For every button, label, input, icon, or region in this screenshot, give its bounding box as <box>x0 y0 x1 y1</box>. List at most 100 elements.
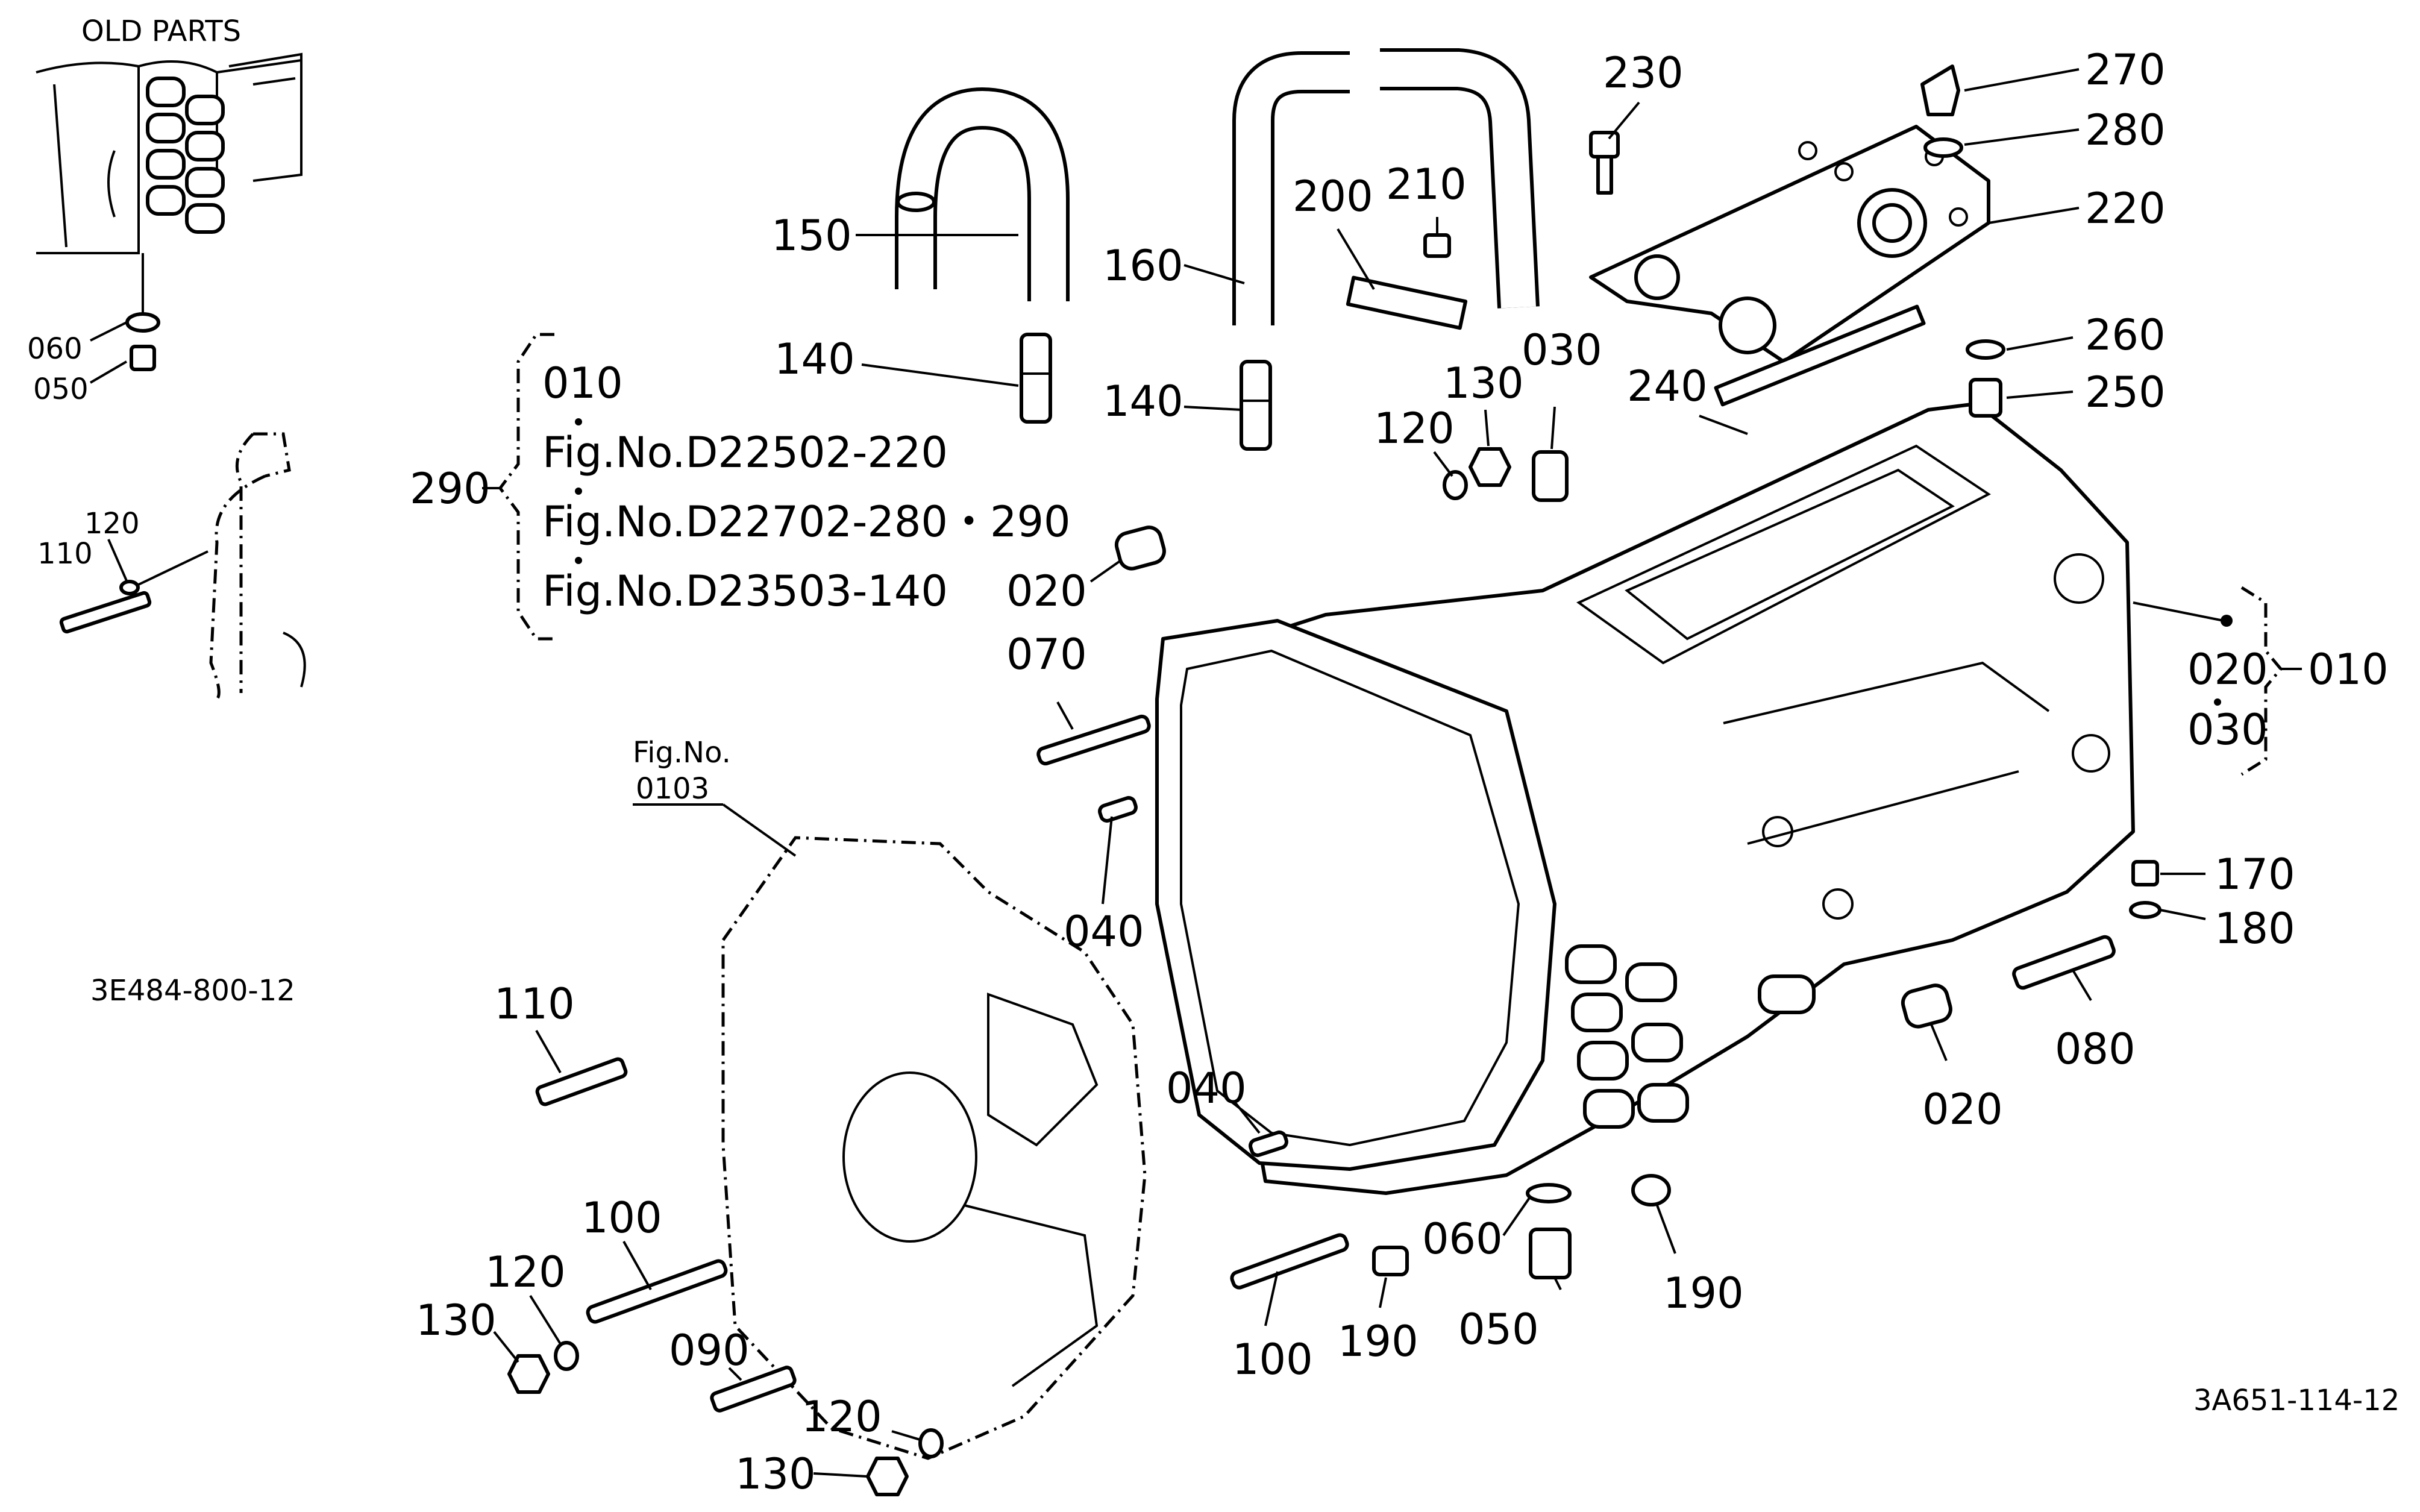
group-010-line-1: 020 <box>2187 645 2268 694</box>
washer-120a-icon <box>1443 470 1468 500</box>
inset-label-120: 120 <box>84 507 140 541</box>
callout-280: 280 <box>2085 105 2166 155</box>
callout-040b: 040 <box>1166 1064 1247 1113</box>
fittings-140 <box>1020 333 1272 451</box>
bolt-110-icon <box>535 1057 628 1106</box>
washer-120b-icon <box>554 1341 579 1371</box>
inset-label-110: 110 <box>37 537 93 571</box>
group-010-line-2: 030 <box>2187 705 2268 754</box>
callout-130c: 130 <box>735 1449 816 1499</box>
inset-label-050: 050 <box>33 372 89 406</box>
callout-120a: 120 <box>1374 404 1455 453</box>
plug-050-icon <box>1529 1228 1572 1279</box>
callout-120c: 120 <box>801 1392 882 1441</box>
callout-190b: 190 <box>1663 1269 1744 1318</box>
group-010-label: 010 <box>2308 645 2389 694</box>
hose-160 <box>1232 48 1540 325</box>
inset-title: OLD PARTS <box>81 14 241 48</box>
callout-100a: 100 <box>581 1193 662 1243</box>
callout-030: 030 <box>1522 325 1602 375</box>
washer-060-icon <box>1526 1183 1572 1203</box>
callout-220: 220 <box>2085 184 2166 233</box>
callout-250: 250 <box>2085 368 2166 417</box>
fig-ref-line-1: Fig.No. <box>633 736 731 770</box>
callout-020a: 020 <box>1006 566 1087 616</box>
sleeve-030-icon <box>1532 450 1569 502</box>
callout-040a: 040 <box>1064 907 1144 956</box>
top-cover-220 <box>1589 64 1990 407</box>
plug-190b-icon <box>1631 1174 1671 1206</box>
callout-130a: 130 <box>1443 359 1524 408</box>
callout-140b: 140 <box>1103 377 1183 426</box>
callout-260: 260 <box>2085 310 2166 360</box>
front-plate-0103 <box>721 836 1147 1460</box>
bushing-020b-icon <box>1901 983 1952 1029</box>
transmission-housing <box>1155 402 2135 1195</box>
plug-050-icon <box>130 345 156 371</box>
callout-020b: 020 <box>1922 1085 2003 1134</box>
plug-250-icon <box>1969 378 2002 418</box>
callout-230: 230 <box>1603 48 1684 98</box>
group-290-line-2: Fig.No.D22502-220 <box>542 428 948 477</box>
bolt-110-icon <box>59 591 152 634</box>
nut-130b-icon <box>507 1354 550 1394</box>
callout-160: 160 <box>1103 241 1183 290</box>
stud-100b-icon <box>1230 1233 1349 1290</box>
callout-070: 070 <box>1006 630 1087 679</box>
pin-040a-icon <box>1098 795 1138 823</box>
washer-260-icon <box>1966 339 2005 360</box>
bracket-200-icon <box>1346 275 1468 330</box>
washer-180-icon <box>2129 901 2161 919</box>
washer-120c-icon <box>918 1428 944 1458</box>
old-parts-inset: OLD PARTS 060 050 120 110 <box>27 14 306 700</box>
bolt-230-icon <box>1589 131 1620 158</box>
callout-270: 270 <box>2085 45 2166 95</box>
oring-280-icon <box>1923 137 1963 158</box>
callout-120b: 120 <box>485 1247 566 1297</box>
bushing-020a-icon <box>1114 525 1166 571</box>
bolt-210-icon <box>1423 233 1451 258</box>
reference-code-left: 3E484-800-12 <box>90 974 295 1008</box>
callout-090: 090 <box>669 1326 750 1375</box>
group-010-bracket: 010 020 030 <box>2133 586 2389 776</box>
washer-120-icon <box>119 580 140 595</box>
callout-130b: 130 <box>416 1296 497 1345</box>
small-parts <box>507 131 2161 1496</box>
stud-100a-icon <box>586 1259 728 1324</box>
fig-ref-line-2: 0103 <box>636 772 709 806</box>
group-290-line-1: 010 <box>542 359 623 408</box>
plug-190a-icon <box>1372 1246 1409 1276</box>
bolt-080-icon <box>2012 935 2116 990</box>
callout-200: 200 <box>1293 172 1373 221</box>
callout-240: 240 <box>1627 362 1708 411</box>
callout-080: 080 <box>2055 1024 2136 1074</box>
callout-190a: 190 <box>1338 1317 1418 1366</box>
callout-050: 050 <box>1458 1305 1539 1354</box>
callout-140a: 140 <box>774 334 855 384</box>
callout-060: 060 <box>1422 1214 1503 1264</box>
hose-150 <box>895 87 1070 301</box>
inset-label-060: 060 <box>27 332 83 366</box>
callout-170: 170 <box>2215 850 2295 899</box>
group-290-line-4: Fig.No.D23503-140 <box>542 566 948 616</box>
bolt-090-icon <box>710 1366 797 1413</box>
callout-150: 150 <box>771 211 852 260</box>
group-290-line-3: Fig.No.D22702-280・290 <box>542 497 1071 547</box>
reference-code-right: 3A651-114-12 <box>2193 1384 2400 1417</box>
group-290-label: 290 <box>410 464 491 513</box>
callout-110: 110 <box>494 979 575 1029</box>
stud-070-icon <box>1036 714 1151 766</box>
pin-040b-icon <box>1249 1130 1288 1158</box>
bolt-170-icon <box>2131 860 2159 886</box>
washer-060-icon <box>125 312 160 333</box>
group-290-bracket: 290 010 Fig.No.D22502-220 Fig.No.D22702-… <box>410 333 1071 641</box>
plate-240-icon <box>1714 304 1926 407</box>
cap-270-icon <box>1920 64 1960 116</box>
leader-lines <box>493 68 2206 1478</box>
nut-130c-icon <box>866 1457 909 1496</box>
callout-labels: 150 160 200 210 230 270 280 220 260 250 … <box>416 45 2295 1499</box>
nut-130a-icon <box>1469 447 1511 487</box>
callout-100b: 100 <box>1232 1335 1313 1384</box>
callout-180: 180 <box>2215 904 2295 953</box>
